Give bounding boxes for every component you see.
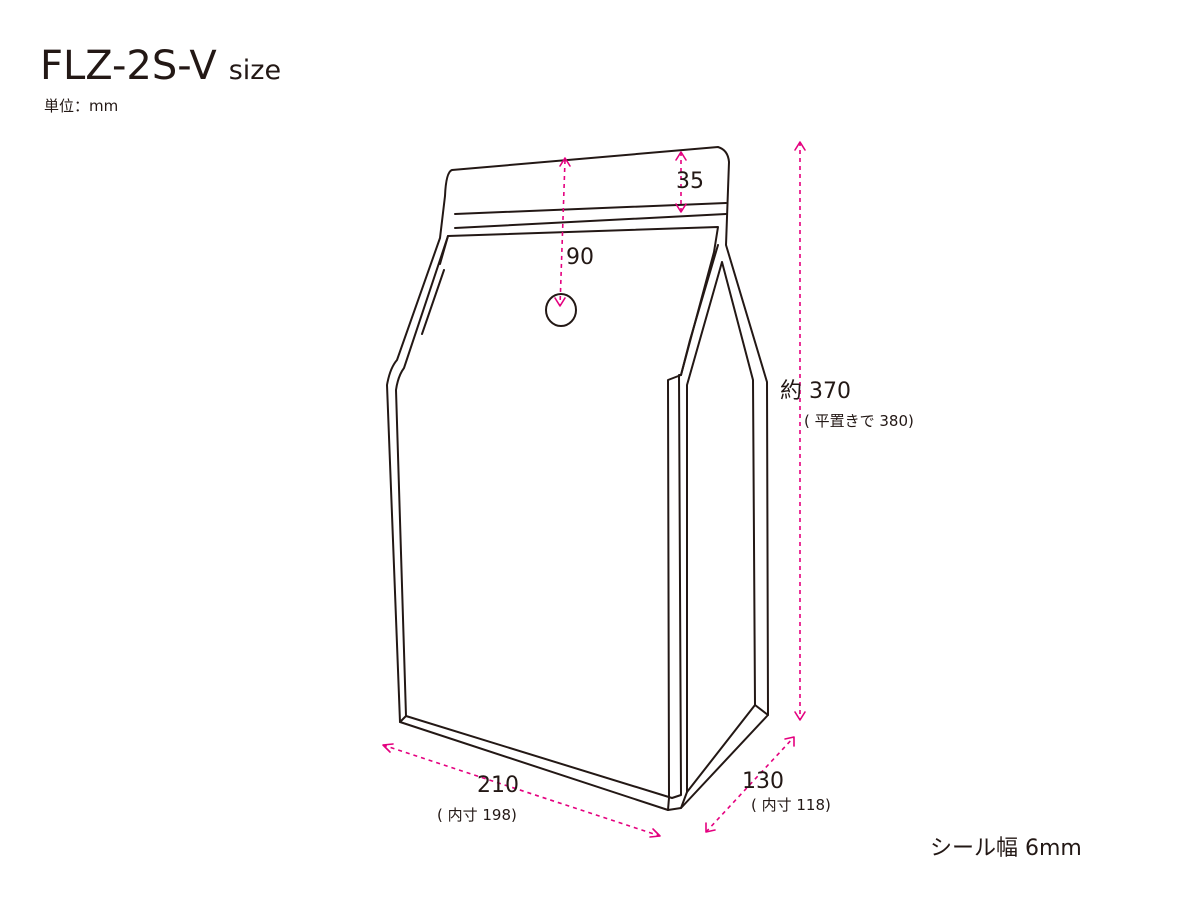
unit-label: 単位：mm xyxy=(44,97,119,115)
hang-hole xyxy=(545,293,577,327)
zipper-line-upper xyxy=(454,202,727,215)
dim-label-height-flat: ( 平置きで 380) xyxy=(804,412,914,430)
gusset-fold-line xyxy=(667,374,682,799)
dim-zipper-arrow-top xyxy=(675,151,687,161)
size-word: size xyxy=(228,55,282,86)
page-title: FLZ-2S-V size xyxy=(40,40,281,97)
dim-height-arrow-bottom xyxy=(794,711,806,721)
dim-width-arrow-right xyxy=(649,828,661,838)
dim-label-gusset: 130 xyxy=(742,769,784,794)
dim-label-width: 210 xyxy=(477,773,519,798)
model-name: FLZ-2S-V xyxy=(40,43,217,89)
gusset-inner-panel xyxy=(686,261,756,793)
dim-zipper-arrow-bottom xyxy=(675,203,687,213)
dim-hole-arrow-bottom xyxy=(554,297,566,307)
dim-hole-arrow-top xyxy=(559,157,571,167)
dim-label-height: 約 370 xyxy=(780,379,851,404)
bag-outline xyxy=(386,146,769,811)
dim-width-arrow-left xyxy=(382,743,394,753)
bottom-fold-line xyxy=(399,704,769,811)
seal-width-note: シール幅 6mm xyxy=(930,836,1082,861)
zipper-line-lower xyxy=(454,213,727,229)
gusset-top-fold xyxy=(680,244,719,376)
dim-label-zipper: 35 xyxy=(676,169,704,194)
dim-label-hole: 90 xyxy=(566,245,594,270)
dim-height-arrow-top xyxy=(794,141,806,151)
front-face-edge xyxy=(421,235,449,335)
dim-label-width-inner: ( 内寸 198) xyxy=(437,806,517,824)
dim-gusset-arrow-bottom xyxy=(705,822,716,833)
dim-width-line xyxy=(382,744,661,837)
dim-gusset-line xyxy=(705,736,795,833)
dim-gusset-arrow-top xyxy=(784,736,795,747)
dim-label-gusset-inner: ( 内寸 118) xyxy=(751,796,831,814)
dim-hole-line xyxy=(559,159,566,307)
